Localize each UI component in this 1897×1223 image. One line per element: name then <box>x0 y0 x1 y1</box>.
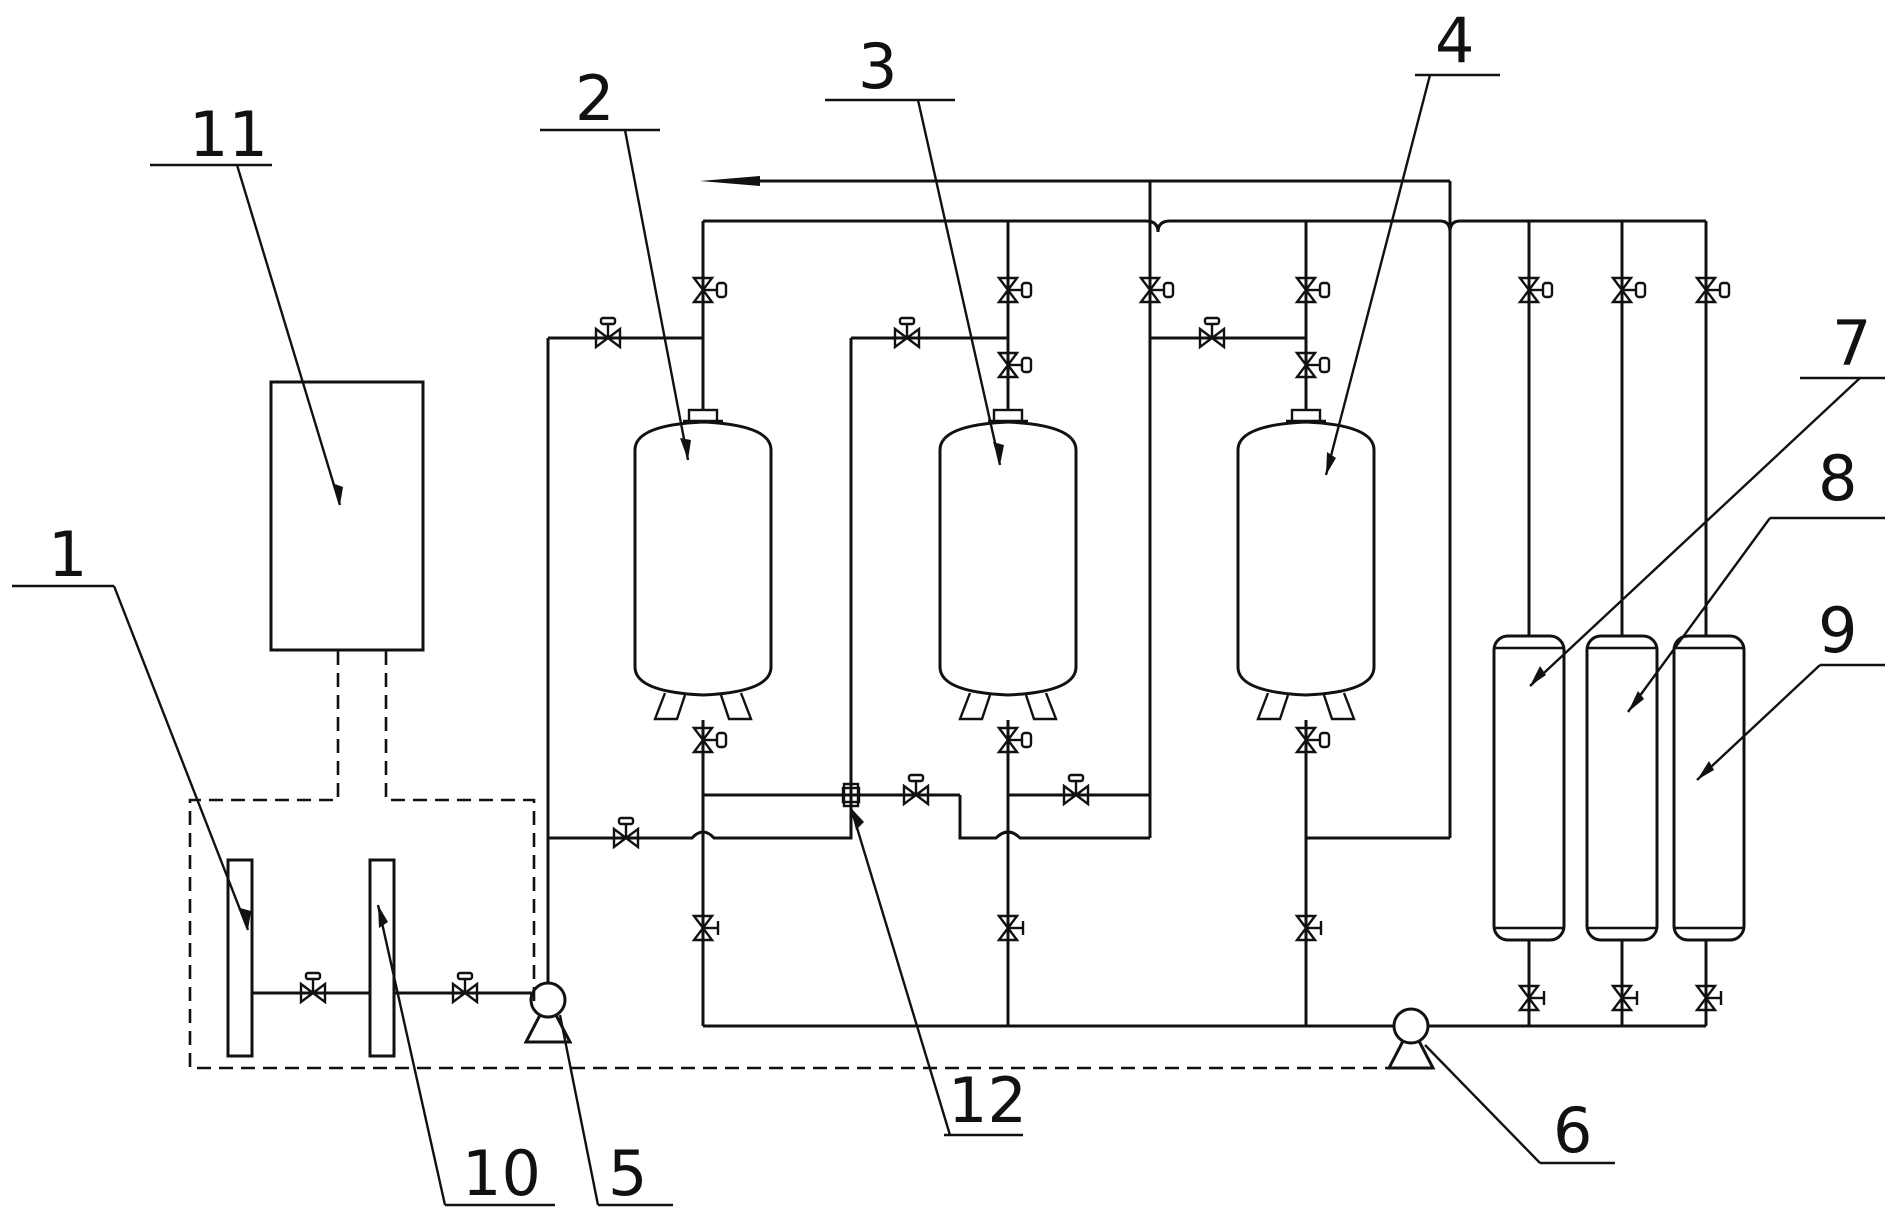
label-9: 9 <box>1818 594 1857 667</box>
dashed-link <box>384 651 536 1010</box>
column-8 <box>1585 634 1659 942</box>
label-2: 2 <box>575 62 614 135</box>
label-4: 4 <box>1435 4 1474 77</box>
label-5: 5 <box>608 1137 647 1210</box>
tank-3 <box>938 408 1078 721</box>
column-9 <box>1672 634 1746 942</box>
dashed-enclosure <box>188 651 1390 1070</box>
storage-box-11 <box>269 380 425 652</box>
tank-2 <box>633 408 773 721</box>
cross-fitting-12 <box>841 782 861 808</box>
label-12: 12 <box>948 1064 1027 1137</box>
plate-10 <box>368 858 396 1058</box>
label-1: 1 <box>48 518 87 591</box>
column-7 <box>1492 634 1566 942</box>
label-6: 6 <box>1553 1094 1592 1167</box>
label-10: 10 <box>462 1137 541 1210</box>
label-11: 11 <box>189 98 268 171</box>
tank-4 <box>1236 408 1376 721</box>
plate-1 <box>226 858 254 1058</box>
pump-6 <box>1387 1007 1435 1070</box>
label-7: 7 <box>1832 307 1871 380</box>
label-3: 3 <box>858 30 897 103</box>
label-8: 8 <box>1818 442 1857 515</box>
